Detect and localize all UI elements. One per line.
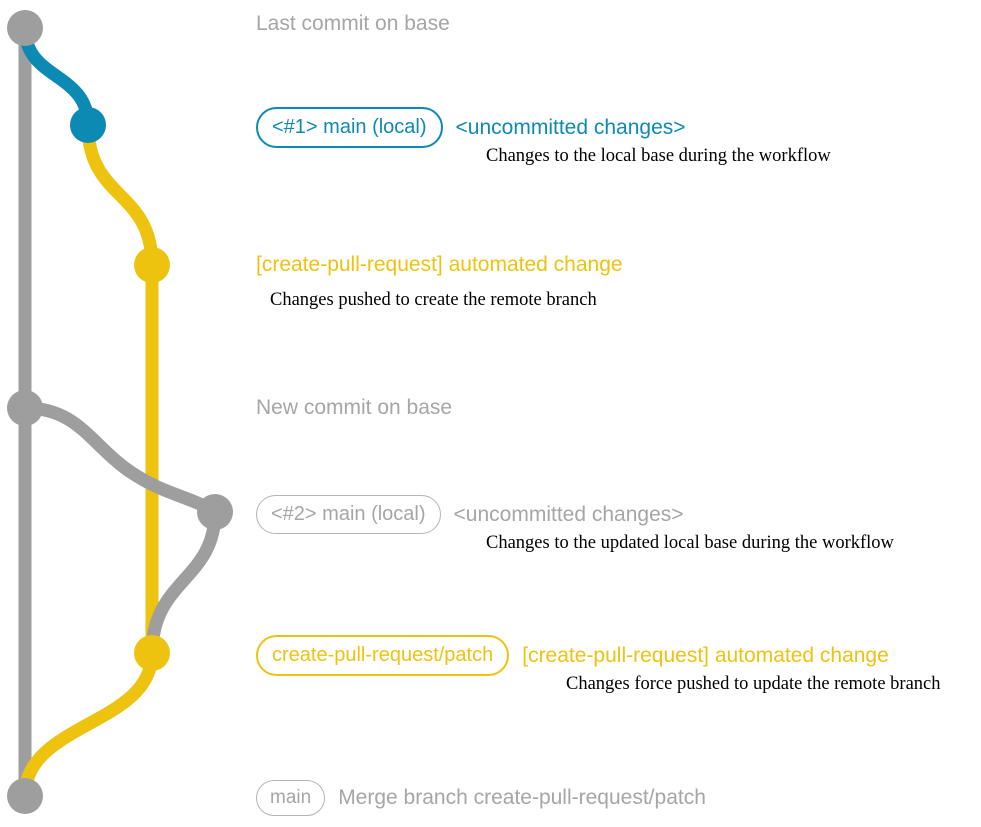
entry-last-commit-on-base: Last commit on base (256, 12, 450, 35)
entry-headline: Last commit on base (256, 12, 450, 35)
gray-local2-to-patch-line (145, 505, 222, 660)
entry-automated-change-1: [create-pull-request] automated change (256, 253, 623, 276)
entry-headline: <uncommitted changes> (453, 502, 684, 526)
branch-badge-local-2[interactable]: <#2> main (local) (256, 495, 441, 534)
entry-merge-commit: main Merge branch create-pull-request/pa… (256, 780, 706, 816)
branch-badge-main[interactable]: main (256, 780, 326, 816)
entry-automated-change-2: create-pull-request/patch [create-pull-r… (256, 635, 889, 676)
branch-badge-local-1[interactable]: <#1> main (local) (256, 107, 443, 148)
entry-headline: [create-pull-request] automated change (256, 253, 623, 276)
yellow-merge-line (18, 646, 159, 803)
commit-node-local-1 (70, 107, 106, 143)
entry-local-2: <#2> main (local) <uncommitted changes> (256, 495, 684, 534)
commit-node-local-2 (197, 494, 233, 530)
commit-node-patch-update (134, 635, 170, 671)
commit-node-patch-create (134, 247, 170, 283)
entry-local-1: <#1> main (local) <uncommitted changes> (256, 107, 686, 148)
entry-description-automated-change-1: Changes pushed to create the remote bran… (270, 290, 597, 310)
commit-node-base-new (7, 390, 43, 426)
entry-headline: Merge branch create-pull-request/patch (338, 786, 706, 810)
entry-description-automated-change-2: Changes force pushed to update the remot… (566, 674, 941, 694)
commit-node-base-head (7, 10, 43, 46)
entry-description-local-2: Changes to the updated local base during… (486, 533, 894, 553)
commit-graph (7, 10, 233, 814)
entry-headline: New commit on base (256, 396, 453, 419)
branch-badge-patch[interactable]: create-pull-request/patch (256, 635, 510, 676)
commit-node-merge (7, 778, 43, 814)
entry-headline: <uncommitted changes> (455, 115, 686, 139)
entry-headline: [create-pull-request] automated change (522, 643, 889, 667)
entry-new-commit-on-base: New commit on base (256, 396, 452, 419)
gray-local2-branch-line (18, 401, 222, 519)
yellow-branch-line-upper (81, 118, 159, 272)
entry-description-local-1: Changes to the local base during the wor… (486, 146, 831, 166)
